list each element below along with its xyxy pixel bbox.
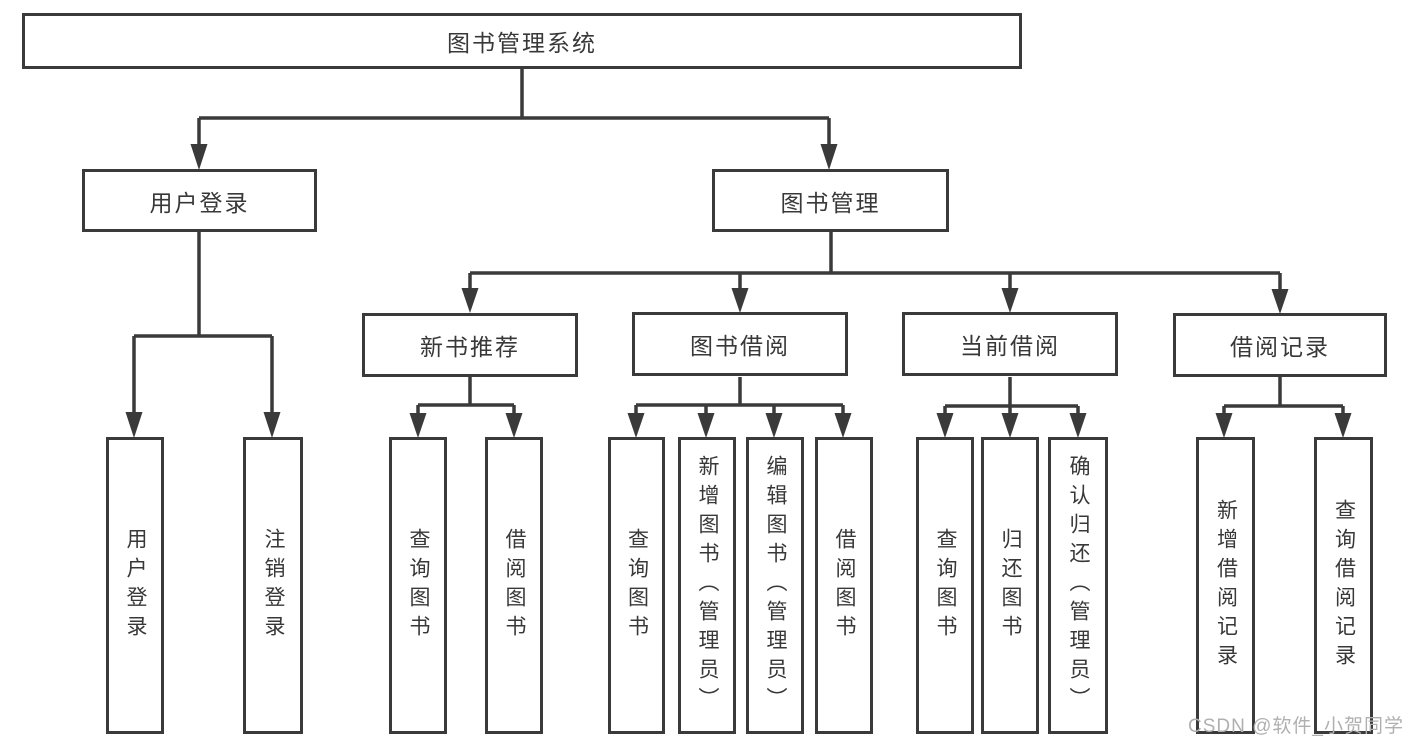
leaf-query-borrow-record: 查询借阅记录 [1314,437,1373,734]
node-current-borrow: 当前借阅 [902,312,1118,376]
leaf-query-books-borrow: 查询图书 [608,437,665,734]
node-label: 当前借阅 [960,333,1060,359]
leaf-return-books: 归还图书 [981,437,1039,734]
leaf-label: 查询图书 [934,527,957,644]
leaf-borrow-books-recommend: 借阅图书 [485,437,543,734]
leaf-logout: 注销登录 [243,437,303,734]
leaf-query-books-current: 查询图书 [916,437,974,734]
leaf-add-borrow-record: 新增借阅记录 [1196,437,1255,734]
leaf-label: 用户登录 [124,527,147,644]
node-label: 图书借阅 [690,333,790,359]
node-new-book-recommend: 新书推荐 [362,313,578,377]
node-label: 新书推荐 [420,334,520,360]
node-label: 图书管理 [780,189,881,216]
node-user-login: 用户登录 [82,169,317,232]
node-label: 用户登录 [149,189,250,216]
node-root-library-system: 图书管理系统 [22,13,1022,69]
leaf-label: 注销登录 [262,527,285,644]
leaf-add-books-admin: 新增图书（管理员） [678,437,736,734]
leaf-query-books-recommend: 查询图书 [389,437,447,734]
leaf-label: 编辑图书（管理员） [764,455,787,716]
csdn-watermark: CSDN @软件_小贺同学 [1188,716,1404,737]
leaf-label: 查询图书 [625,527,649,644]
leaf-borrow-books: 借阅图书 [815,437,873,734]
node-borrow-record: 借阅记录 [1173,313,1387,377]
node-label: 图书管理系统 [447,30,597,56]
leaf-label: 借阅图书 [833,527,856,644]
leaf-edit-books-admin: 编辑图书（管理员） [746,437,804,734]
leaf-label: 查询借阅记录 [1332,498,1356,673]
node-label: 借阅记录 [1230,334,1330,360]
leaf-confirm-return-admin: 确认归还（管理员） [1048,437,1108,734]
leaf-label: 借阅图书 [503,527,526,644]
leaf-label: 归还图书 [999,527,1022,644]
leaf-user-login: 用户登录 [106,437,164,734]
leaf-label: 确认归还（管理员） [1067,455,1090,716]
connector-strokes [132,69,1345,431]
node-book-borrow: 图书借阅 [632,312,848,376]
leaf-label: 新增图书（管理员） [696,455,719,716]
node-book-management: 图书管理 [712,169,949,232]
leaf-label: 新增借阅记录 [1214,498,1238,673]
arrowheads [125,144,1352,438]
leaf-label: 查询图书 [407,527,430,644]
